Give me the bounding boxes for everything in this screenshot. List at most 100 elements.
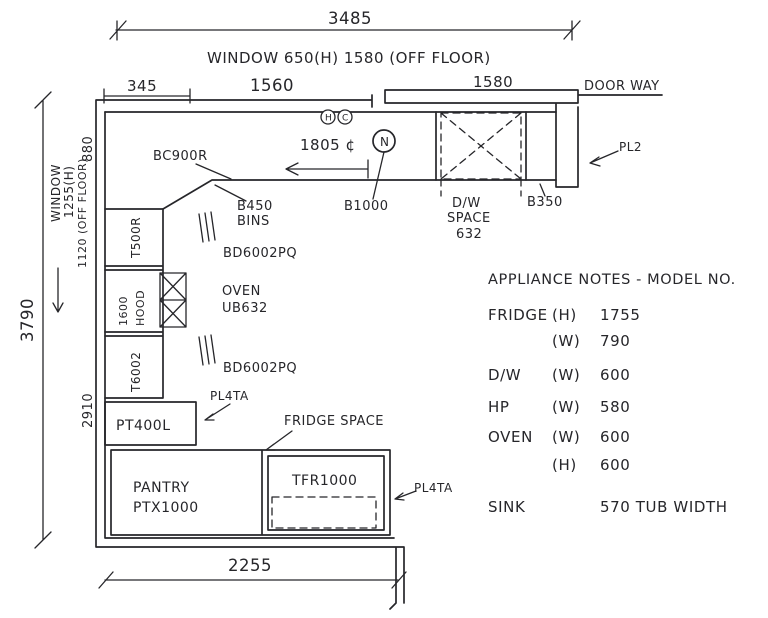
left-window-arrow xyxy=(52,267,64,313)
note-item: SINK xyxy=(488,498,526,516)
tfr1000-label: TFR1000 xyxy=(291,473,357,489)
t500r-label: T500R xyxy=(129,217,143,259)
bottom-units xyxy=(110,449,391,536)
dim-overall-width-label: 3485 xyxy=(328,9,372,28)
bench-1805-arrow xyxy=(285,159,369,179)
note-item: HP xyxy=(488,398,510,416)
note-value: 600 xyxy=(600,366,631,384)
window-top-label: WINDOW 650(H) 1580 (OFF FLOOR) xyxy=(207,49,491,67)
pt400l-box xyxy=(104,401,197,446)
hood-label-1: 1600 xyxy=(117,296,130,326)
dw-label-2: SPACE xyxy=(447,211,491,226)
tall-cabinets xyxy=(104,208,197,446)
note-dim: (W) xyxy=(552,428,581,446)
note-item xyxy=(488,456,552,474)
note-item: FRIDGE xyxy=(488,306,548,324)
dimension-left xyxy=(34,91,52,549)
doorway-label: DOOR WAY xyxy=(584,79,660,94)
left-window-label-3: 1120 (OFF FLOOR) xyxy=(76,158,89,268)
bc900r-leader xyxy=(195,163,232,180)
appliance-notes: APPLIANCE NOTES - MODEL NO. FRIDGE (H) 1… xyxy=(488,272,760,532)
dim-1560-label: 1560 xyxy=(250,76,294,95)
dim-880-label: 880 xyxy=(81,136,96,162)
hot-tap-circle xyxy=(320,109,336,125)
oven-label: OVEN xyxy=(222,284,261,299)
b450-label: B450 xyxy=(237,199,273,214)
note-value: 580 xyxy=(600,398,631,416)
b450-leader xyxy=(214,184,247,202)
pantry-fridge-outline xyxy=(110,449,391,536)
dim-1580-label: 1580 xyxy=(473,73,513,91)
walls xyxy=(95,89,663,610)
ptx1000-label: PTX1000 xyxy=(133,500,199,516)
left-window-label-2: 1255(H) xyxy=(62,166,76,218)
note-value: 600 xyxy=(600,428,631,446)
dim-2255-label: 2255 xyxy=(228,556,272,575)
dim-left-line xyxy=(34,91,52,549)
note-dim: (H) xyxy=(552,456,577,474)
note-value: 1755 xyxy=(600,306,641,324)
b350-label: B350 xyxy=(527,195,563,210)
hood-label-2: HOOD xyxy=(134,290,147,326)
pl4ta-upper-label: PL4TA xyxy=(210,389,249,403)
note-row: D/W (W) 600 xyxy=(488,366,760,384)
note-dim: (W) xyxy=(552,332,581,350)
hood-switch-boxes xyxy=(159,272,187,328)
fridge-space-label: FRIDGE SPACE xyxy=(284,414,384,429)
appliance-notes-heading: APPLIANCE NOTES - MODEL NO. xyxy=(488,272,736,288)
bd6002pq-lower-label: BD6002PQ xyxy=(223,361,297,376)
note-dim: (W) xyxy=(552,366,581,384)
fridge-dashed-zone xyxy=(271,496,377,529)
note-row: OVEN (W) 600 xyxy=(488,428,760,446)
north-circle xyxy=(372,129,396,153)
wall-lines xyxy=(95,89,663,610)
note-row: (W) 790 xyxy=(488,332,760,350)
pantry-label: PANTRY xyxy=(133,480,190,496)
note-value: 570 TUB WIDTH xyxy=(600,498,728,516)
pl4ta-upper-arrow xyxy=(204,403,231,421)
pt400l-label: PT400L xyxy=(116,418,171,434)
north-letter: N xyxy=(380,135,389,149)
note-row: (H) 600 xyxy=(488,456,760,474)
cold-tap-letter: C xyxy=(342,114,349,124)
t600-label: T6002 xyxy=(129,352,143,393)
dw-dashed-box xyxy=(440,112,522,197)
left-window-label-1: WINDOW xyxy=(49,164,63,222)
dimension-overall-width xyxy=(103,20,581,104)
ub632-label: UB632 xyxy=(222,301,268,316)
note-value: 790 xyxy=(600,332,631,350)
pl2-arrow xyxy=(589,150,619,167)
bins-label: BINS xyxy=(237,214,270,229)
dim-overall-height-label: 3790 xyxy=(18,298,37,342)
dw-label-3: 632 xyxy=(456,227,482,242)
hot-tap-letter: H xyxy=(325,114,332,124)
drawer-hatches xyxy=(198,211,216,366)
note-item: D/W xyxy=(488,366,522,384)
dishwasher-space xyxy=(435,111,527,197)
dim-bottom-line xyxy=(98,571,407,589)
pl2-label: PL2 xyxy=(619,140,642,154)
note-value: 600 xyxy=(600,456,631,474)
dim-2910-label: 2910 xyxy=(81,393,96,428)
b1000-label: B1000 xyxy=(344,199,389,214)
bc900r-label: BC900R xyxy=(153,149,208,164)
dim-1805-label: 1805 ¢ xyxy=(300,136,356,154)
note-item xyxy=(488,332,552,350)
bd6002pq-upper-label: BD6002PQ xyxy=(223,246,297,261)
dim-top-line xyxy=(103,20,581,104)
note-row: SINK 570 TUB WIDTH xyxy=(488,498,760,516)
pl4ta-lower-arrow xyxy=(394,490,417,501)
note-dim: (W) xyxy=(552,398,581,416)
dimension-bottom xyxy=(98,571,407,589)
pl4ta-lower-label: PL4TA xyxy=(414,481,453,495)
symbols xyxy=(320,109,396,153)
dw-label-1: D/W xyxy=(452,196,481,211)
note-dim: (H) xyxy=(552,306,577,324)
note-row: FRIDGE (H) 1755 xyxy=(488,306,760,324)
dw-jambs xyxy=(435,111,527,181)
b350-leader xyxy=(539,183,546,197)
arrows-leaders xyxy=(52,150,619,501)
cold-tap-circle xyxy=(337,109,353,125)
dim-345-label: 345 xyxy=(127,77,157,95)
